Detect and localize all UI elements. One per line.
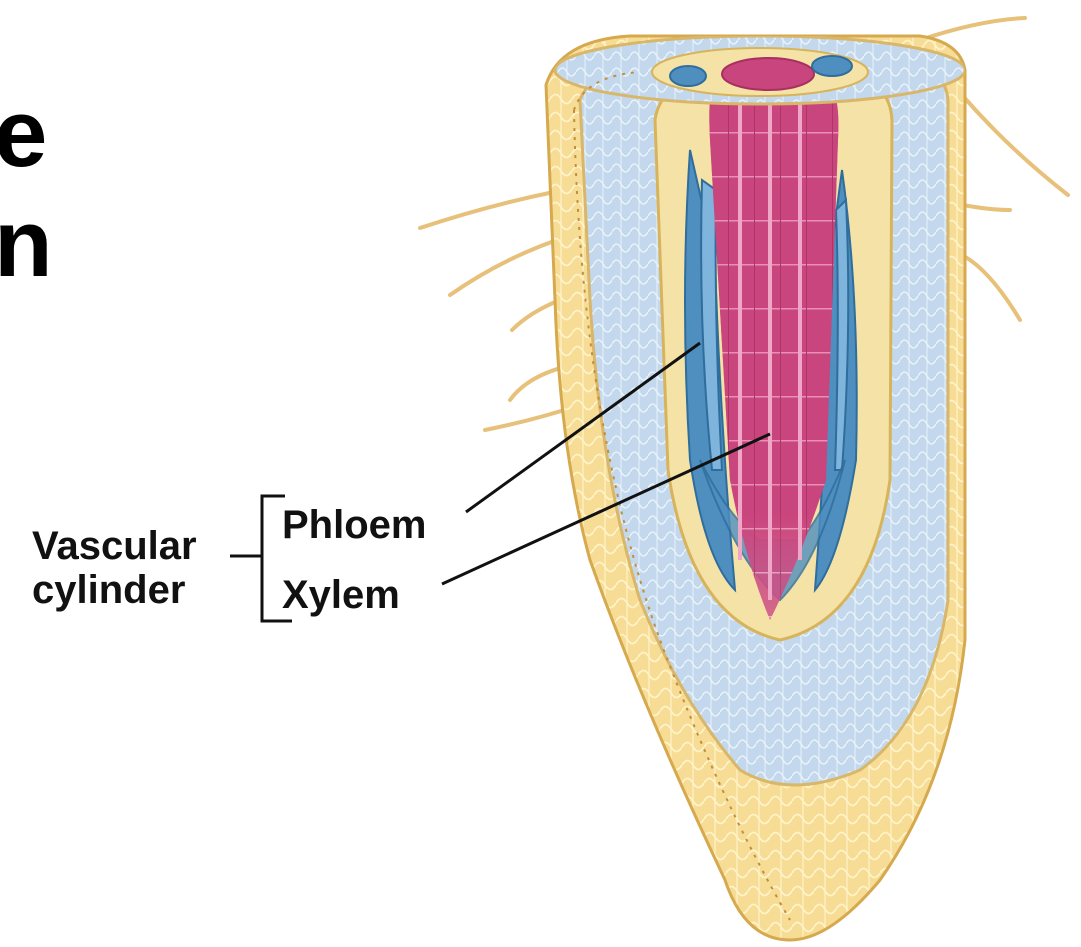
root-hair-6 xyxy=(920,18,1025,40)
root-hair-9 xyxy=(962,255,1020,320)
root-hair-2 xyxy=(450,240,557,295)
phloem-top-left xyxy=(670,66,706,86)
vascular-bracket xyxy=(230,496,292,621)
root-hair-3 xyxy=(512,300,560,330)
xylem-top xyxy=(722,58,814,90)
root-hair-1 xyxy=(420,192,554,228)
root-hair-7 xyxy=(962,95,1068,195)
phloem-top-right xyxy=(812,56,852,76)
root-hair-8 xyxy=(963,205,1010,210)
